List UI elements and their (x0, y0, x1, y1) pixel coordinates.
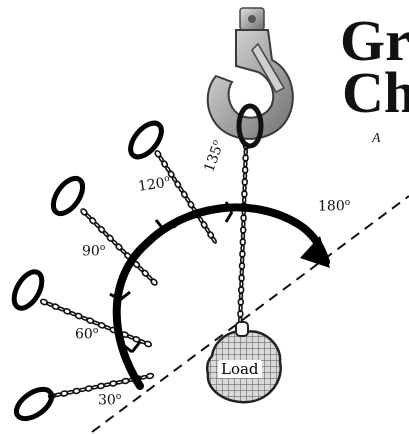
title-line-2: Ch (342, 64, 409, 122)
angle-label-90: 90o (82, 243, 105, 260)
master-link-icon (11, 384, 56, 425)
crane-hook-icon (208, 8, 293, 139)
angle-label-30: 30o (98, 392, 121, 409)
chain-slings (8, 118, 217, 425)
master-link-icon (48, 173, 89, 218)
load-label: Load (218, 360, 262, 378)
angle-label-60: 60o (75, 326, 98, 343)
subtitle-fragment: A (372, 131, 381, 147)
vertical-chain (237, 143, 248, 330)
master-link-icon (8, 267, 47, 313)
angle-label-180: 180o (318, 198, 350, 215)
chain-icon (237, 143, 248, 330)
